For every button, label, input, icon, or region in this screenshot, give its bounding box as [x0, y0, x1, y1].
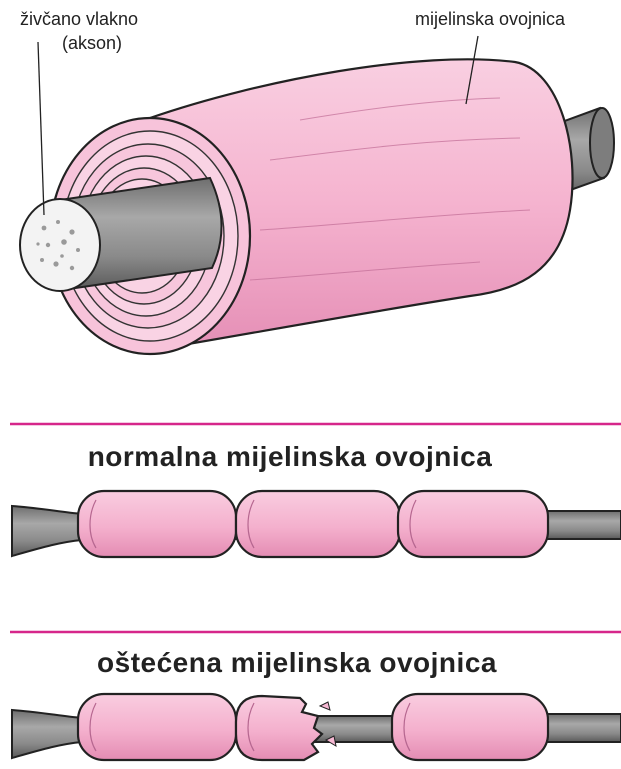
damaged-segment-broken	[236, 696, 322, 760]
axon-label-line2: (akson)	[62, 33, 122, 53]
damaged-sheath-section: oštećena mijelinska ovojnica	[12, 647, 621, 760]
sheath-label: mijelinska ovojnica	[415, 9, 566, 29]
axon-right-cap	[590, 108, 614, 178]
damaged-sheath-title: oštećena mijelinska ovojnica	[97, 647, 497, 678]
myelinated-axon-illustration: živčano vlakno (akson) mijelinska ovojni…	[20, 9, 614, 354]
normal-axon-right	[540, 511, 621, 539]
damaged-axon-right	[540, 714, 621, 742]
normal-axon-left	[12, 506, 82, 556]
damaged-axon-left	[12, 710, 82, 758]
axon-label-line1: živčano vlakno	[20, 9, 138, 29]
normal-sheath-section: normalna mijelinska ovojnica	[12, 441, 621, 557]
normal-sheath-title: normalna mijelinska ovojnica	[88, 441, 493, 472]
damaged-segment-intact-3	[392, 694, 548, 760]
damaged-segment-intact-1	[78, 694, 236, 760]
axon-cross-section	[20, 199, 100, 291]
normal-segment-1	[78, 491, 236, 557]
normal-segment-3	[398, 491, 548, 557]
axon-leader-line	[38, 42, 44, 215]
normal-segment-2	[236, 491, 400, 557]
